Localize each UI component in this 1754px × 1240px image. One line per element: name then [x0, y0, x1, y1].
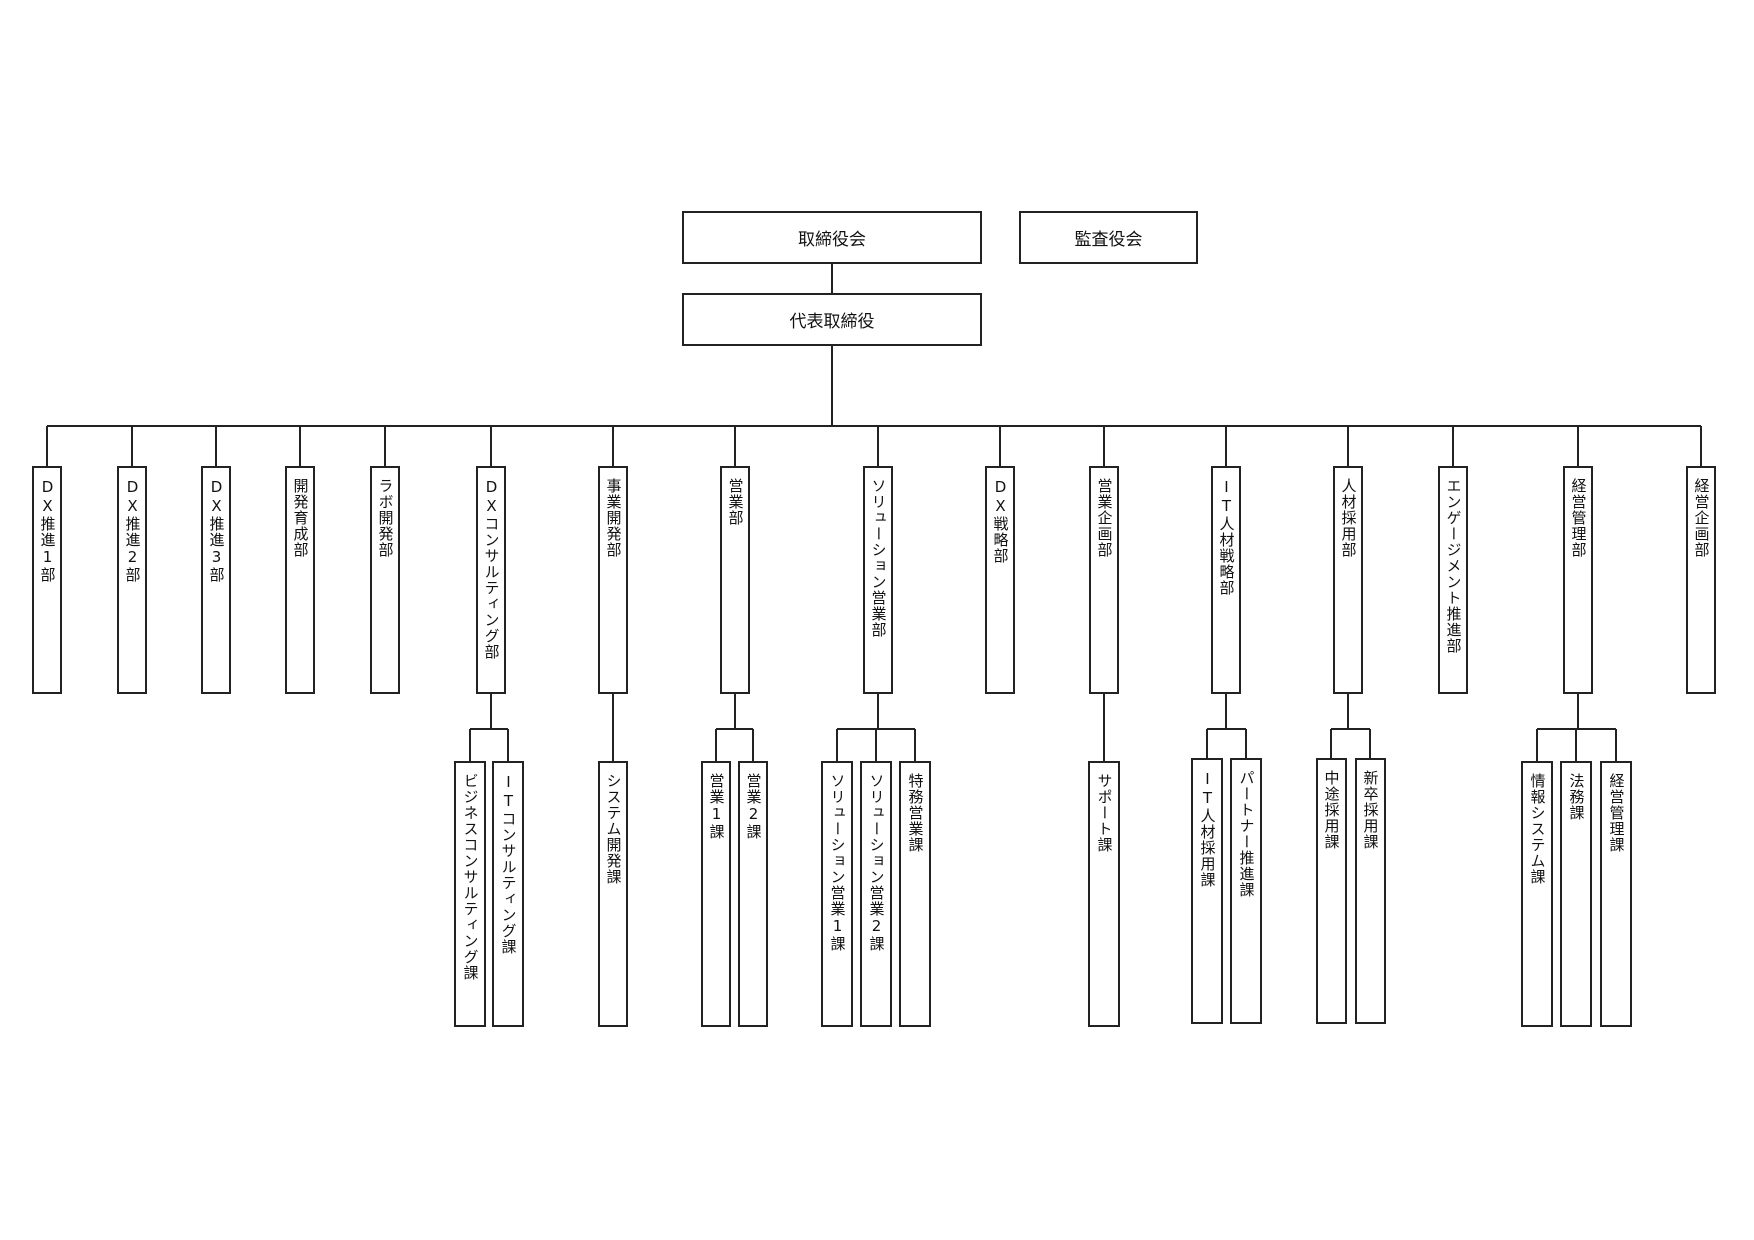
department-box: DX推進1部: [32, 466, 62, 694]
section-box: 特務営業課: [899, 761, 931, 1027]
section-box-label: ビジネスコンサルティング課: [461, 773, 480, 981]
section-box: ビジネスコンサルティング課: [454, 761, 486, 1027]
department-box: IT人材戦略部: [1211, 466, 1241, 694]
department-box: DX推進2部: [117, 466, 147, 694]
section-box-label: 営業1課: [707, 773, 726, 840]
department-box-label: DXコンサルティング部: [482, 478, 501, 660]
section-box: IT人材採用課: [1191, 758, 1223, 1024]
ceo-label: 代表取締役: [789, 312, 875, 332]
department-box: ラボ開発部: [370, 466, 400, 694]
section-box: ソリューション営業1課: [821, 761, 853, 1027]
department-box-label: 経営企画部: [1692, 478, 1711, 558]
section-box-label: 新卒採用課: [1361, 770, 1380, 850]
department-box-label: 開発育成部: [291, 478, 310, 558]
section-box: サポート課: [1088, 761, 1120, 1027]
department-box: エンゲージメント推進部: [1438, 466, 1468, 694]
section-box-label: システム開発課: [604, 773, 623, 885]
department-box-label: 事業開発部: [604, 478, 623, 558]
section-box-label: 情報システム課: [1528, 773, 1547, 885]
ceo-box: 代表取締役: [682, 293, 982, 346]
department-box-label: ラボ開発部: [376, 478, 395, 558]
section-box-label: ソリューション営業1課: [828, 773, 847, 952]
department-box: 営業部: [720, 466, 750, 694]
section-box-label: ITコンサルティング課: [499, 773, 518, 955]
department-box-label: DX推進1部: [38, 478, 57, 583]
department-box: 営業企画部: [1089, 466, 1119, 694]
department-box: 事業開発部: [598, 466, 628, 694]
auditors-box: 監査役会: [1019, 211, 1198, 264]
department-box: DX推進3部: [201, 466, 231, 694]
department-box-label: DX戦略部: [991, 478, 1010, 564]
board-label: 取締役会: [798, 230, 866, 250]
department-box: 開発育成部: [285, 466, 315, 694]
department-box-label: 営業企画部: [1095, 478, 1114, 558]
department-box-label: 経営管理部: [1569, 478, 1588, 558]
department-box-label: DX推進3部: [207, 478, 226, 583]
department-box: DXコンサルティング部: [476, 466, 506, 694]
section-box: 情報システム課: [1521, 761, 1553, 1027]
department-box-label: ソリューション営業部: [869, 478, 888, 638]
department-box-label: IT人材戦略部: [1217, 478, 1236, 596]
department-box: DX戦略部: [985, 466, 1015, 694]
section-box-label: サポート課: [1095, 773, 1114, 853]
section-box: パートナー推進課: [1230, 758, 1262, 1024]
section-box-label: 法務課: [1567, 773, 1586, 821]
department-box-label: 人材採用部: [1339, 478, 1358, 558]
section-box-label: 経営管理課: [1607, 773, 1626, 853]
department-box: ソリューション営業部: [863, 466, 893, 694]
section-box-label: 営業2課: [744, 773, 763, 840]
section-box-label: 特務営業課: [906, 773, 925, 853]
section-box: 新卒採用課: [1354, 758, 1386, 1024]
board-box: 取締役会: [682, 211, 982, 264]
department-box-label: 営業部: [726, 478, 745, 526]
section-box: システム開発課: [598, 761, 628, 1027]
auditors-label: 監査役会: [1074, 230, 1143, 250]
section-box-label: IT人材採用課: [1198, 770, 1217, 888]
section-box: 経営管理課: [1600, 761, 1632, 1027]
section-box: 営業2課: [738, 761, 768, 1027]
section-box: ITコンサルティング課: [492, 761, 524, 1027]
department-box: 人材採用部: [1333, 466, 1363, 694]
department-box: 経営管理部: [1563, 466, 1593, 694]
section-box: 営業1課: [701, 761, 731, 1027]
section-box: ソリューション営業2課: [860, 761, 892, 1027]
section-box-label: ソリューション営業2課: [867, 773, 886, 952]
section-box-label: 中途採用課: [1322, 770, 1341, 850]
section-box: 法務課: [1560, 761, 1592, 1027]
section-box: 中途採用課: [1315, 758, 1347, 1024]
department-box-label: DX推進2部: [123, 478, 142, 583]
section-box-label: パートナー推進課: [1237, 770, 1256, 898]
department-box-label: エンゲージメント推進部: [1444, 478, 1463, 654]
department-box: 経営企画部: [1686, 466, 1716, 694]
